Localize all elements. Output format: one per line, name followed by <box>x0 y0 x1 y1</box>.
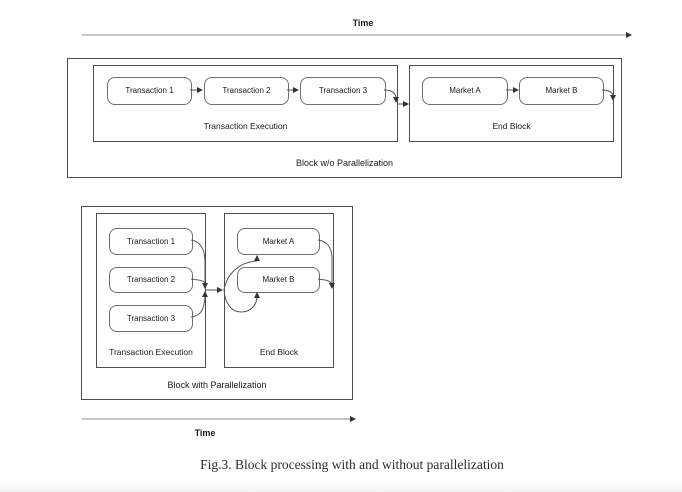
bottom-timeline-arrowhead-icon <box>350 416 356 422</box>
sequential-end-block-group-label: End Block <box>492 121 531 131</box>
sequential-block-label: Block w/o Parallelization <box>295 158 394 168</box>
figure-caption: Fig.3. Block processing with and without… <box>200 457 504 472</box>
par-transaction-1-node: Transaction 1 <box>109 228 193 255</box>
par-market-b-node: Market B <box>237 267 320 293</box>
sequential-execution-group-label: Transaction Execution <box>203 121 288 131</box>
seq-transaction-1-node: Transaction 1 <box>107 77 192 105</box>
parallel-end-block-group-label: End Block <box>259 347 299 357</box>
sequential-block-container: Block w/o Parallelization <box>67 58 622 178</box>
parallel-execution-group: Transaction Execution <box>96 213 206 368</box>
top-timeline-label: Time <box>352 18 374 28</box>
top-timeline-arrowhead-icon <box>626 32 632 38</box>
page-bottom-edge <box>0 481 682 492</box>
seq-transaction-2-node: Transaction 2 <box>204 77 289 105</box>
parallel-execution-group-label: Transaction Execution <box>109 347 193 357</box>
parallel-block-label: Block with Parallelization <box>167 380 267 390</box>
sequential-end-block-group: End Block <box>409 65 614 142</box>
seq-market-a-node: Market A <box>422 77 508 105</box>
par-transaction-3-node: Transaction 3 <box>109 305 193 332</box>
seq-transaction-3-node: Transaction 3 <box>300 77 386 105</box>
parallel-block-container: Block with Parallelization <box>81 206 353 400</box>
par-transaction-2-node: Transaction 2 <box>109 267 193 293</box>
bottom-timeline-label: Time <box>194 428 216 438</box>
par-market-a-node: Market A <box>237 228 320 255</box>
seq-market-b-node: Market B <box>519 77 604 105</box>
